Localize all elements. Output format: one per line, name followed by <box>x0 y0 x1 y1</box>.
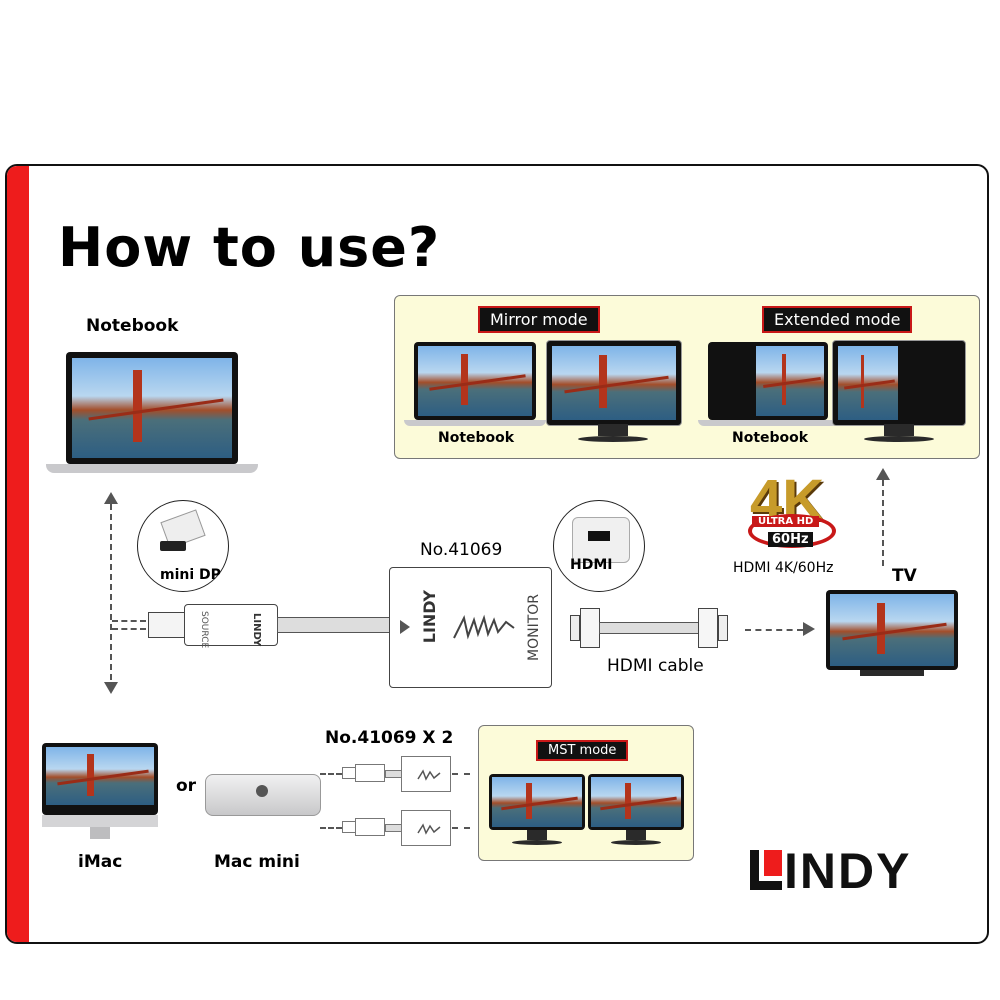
lindy-logo-text: INDY <box>784 843 912 899</box>
adapter2-out-dash <box>452 827 470 829</box>
extended-mode-badge: Extended mode <box>762 306 913 333</box>
arrow-up-to-modes-icon <box>876 468 890 480</box>
imac-chin <box>42 815 158 827</box>
tv-device <box>826 590 958 670</box>
arrow-down-icon <box>104 682 118 694</box>
extended-notebook <box>708 342 828 420</box>
arrow-right-icon <box>803 622 815 636</box>
hdmi-spec-label: HDMI 4K/60Hz <box>733 560 834 576</box>
hdmi-connector-callout: HDMI <box>553 500 645 592</box>
connection-branch-line-2 <box>112 628 146 630</box>
adapter2-plug <box>355 818 385 836</box>
extended-monitor-foot <box>864 436 934 442</box>
mirror-monitor-screen <box>552 346 676 420</box>
red-accent-bar <box>7 166 29 942</box>
adapter1-box <box>401 756 451 792</box>
mst-monitor-left <box>489 774 585 830</box>
hdmi-cable-label: HDMI cable <box>607 656 704 676</box>
adapter2-signature-icon <box>417 823 441 835</box>
extended-monitor <box>832 340 966 426</box>
plug-source-text: SOURCE <box>199 611 209 649</box>
mirror-notebook-screen <box>418 346 532 416</box>
hdmi-cable <box>599 622 699 634</box>
hdmi-label: HDMI <box>570 557 613 573</box>
imac-screen-image <box>46 747 154 805</box>
tv-label: TV <box>892 566 917 586</box>
mirror-monitor-foot <box>578 436 648 442</box>
hdmi-plug-left-tip <box>570 615 580 641</box>
plug-brand-text: LINDY <box>251 613 262 647</box>
mirror-monitor-neck <box>598 424 628 436</box>
adapter1-signature-icon <box>417 769 441 781</box>
lindy-logo: INDY <box>750 842 911 900</box>
lindy-logo-l-mark <box>750 850 782 890</box>
model-label: No.41069 <box>420 540 503 560</box>
adapter1-dash <box>320 773 342 775</box>
tv-to-modes-dashed-line <box>882 480 884 566</box>
adapter2-box <box>401 810 451 846</box>
extended-notebook-screen <box>756 346 824 416</box>
tv-stand <box>860 670 924 676</box>
mst-monitor-right <box>588 774 684 830</box>
ultra-hd-text: ULTRA HD <box>752 516 820 527</box>
mac-mini-device <box>205 774 321 816</box>
connection-dashed-line <box>110 504 112 680</box>
mirror-notebook <box>414 342 536 420</box>
minidp-connector-callout: mini DP <box>137 500 229 592</box>
mirror-monitor <box>546 340 682 426</box>
mirror-mode-badge: Mirror mode <box>478 306 600 333</box>
hdmi-port-body <box>572 517 630 563</box>
hdmi-to-tv-dashed-line <box>745 629 803 631</box>
minidp-pin-icon <box>160 541 186 551</box>
mst-monitor-right-foot <box>611 840 661 845</box>
lindy-adapter: LINDY MONITOR <box>389 567 552 688</box>
adapter1-plug-tip <box>342 767 356 779</box>
mst-monitor-left-foot <box>512 840 562 845</box>
adapter-logo-text: LINDY <box>420 590 439 644</box>
notebook-base <box>46 464 258 473</box>
tv-screen-image <box>830 594 954 666</box>
connection-branch-line <box>112 620 146 622</box>
adapter2-plug-tip <box>342 821 356 833</box>
4k-60hz-badge: 4K ULTRA HD 60Hz <box>738 472 846 554</box>
extended-notebook-base <box>698 420 838 426</box>
mst-monitor-right-screen <box>591 777 681 827</box>
page-title: How to use? <box>58 216 441 279</box>
minidp-plug-body: SOURCE LINDY <box>184 604 278 649</box>
minidp-label: mini DP <box>160 567 221 583</box>
notebook-device <box>66 352 238 464</box>
mst-monitor-left-screen <box>492 777 582 827</box>
minidp-cable <box>277 617 391 633</box>
apple-logo-icon <box>256 785 268 797</box>
minidp-plug-tip <box>148 612 186 638</box>
or-label: or <box>176 776 197 796</box>
hdmi-plug-left <box>580 608 600 648</box>
mst-monitor-right-neck <box>626 830 646 840</box>
extended-monitor-neck <box>884 424 914 436</box>
mst-monitor-left-neck <box>527 830 547 840</box>
adapter-input-arrow-icon <box>400 620 410 634</box>
notebook-screen-image <box>72 358 232 458</box>
mirror-notebook-label: Notebook <box>438 430 515 446</box>
mst-mode-badge: MST mode <box>536 740 629 761</box>
signature-icon <box>453 614 515 640</box>
adapter-monitor-text: MONITOR <box>526 594 542 661</box>
adapter1-out-dash <box>452 773 470 775</box>
imac-device <box>42 743 158 815</box>
model-x2-label: No.41069 X 2 <box>325 728 454 748</box>
adapter2-dash <box>320 827 342 829</box>
arrow-up-icon <box>104 492 118 504</box>
imac-stand <box>90 827 110 839</box>
imac-label: iMac <box>78 852 123 872</box>
hdmi-plug-right <box>698 608 718 648</box>
mirror-notebook-base <box>404 420 546 426</box>
extended-notebook-label: Notebook <box>732 430 809 446</box>
notebook-label: Notebook <box>86 316 179 336</box>
mac-mini-label: Mac mini <box>214 852 300 872</box>
hdmi-plug-right-tip <box>718 615 728 641</box>
60hz-text: 60Hz <box>768 532 813 547</box>
extended-monitor-screen <box>838 346 898 420</box>
adapter1-plug <box>355 764 385 782</box>
hdmi-port-icon <box>588 531 610 541</box>
